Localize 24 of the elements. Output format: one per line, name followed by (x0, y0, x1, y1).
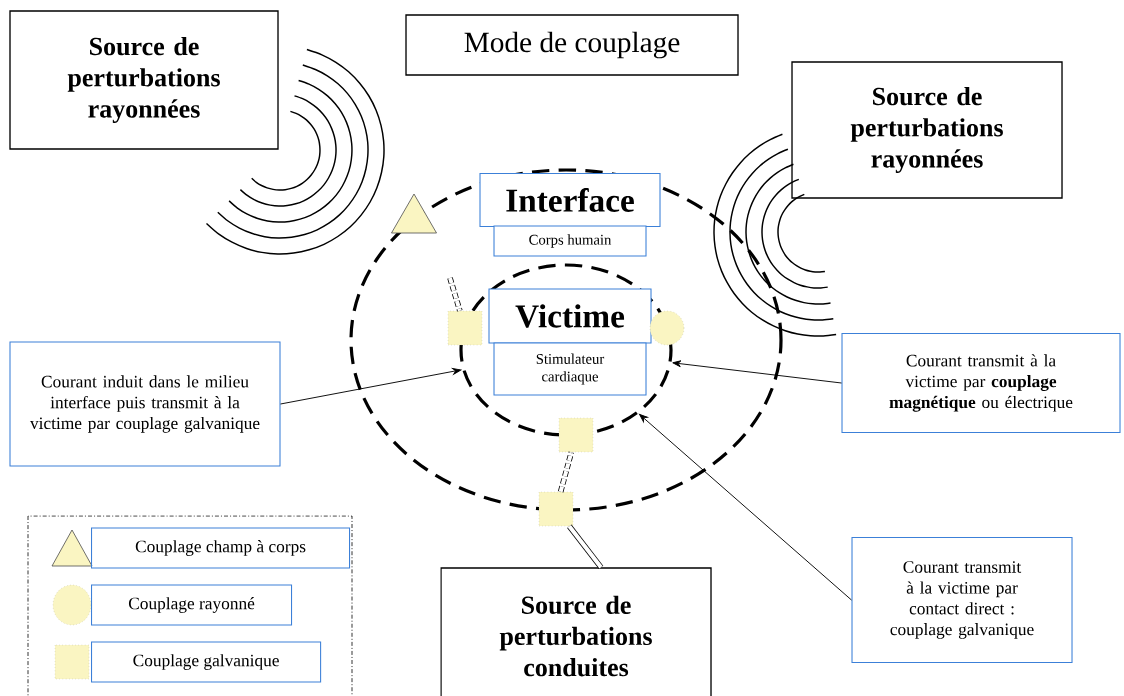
legend-label: Couplage champ à corps (91, 527, 351, 569)
double-line (557, 451, 575, 493)
source-box: Source de perturbations rayonnées (791, 61, 1063, 199)
callout-box: Courant transmit à la victime par couplage magnétique ou électrique (841, 333, 1121, 433)
source-box: Source de perturbations rayonnées (9, 10, 279, 150)
circle-marker (649, 310, 685, 346)
square-marker (558, 417, 594, 453)
leader-arrow (280, 367, 462, 405)
square-marker (447, 310, 483, 346)
callout-box: Courant transmit à la victime par contact direct : couplage galvanique (851, 536, 1073, 664)
label-box: Victime (488, 288, 652, 344)
leader-arrow (672, 360, 842, 384)
triangle-marker (391, 193, 437, 234)
legend-label: Couplage rayonné (91, 584, 293, 626)
double-line (567, 524, 604, 570)
callout-box: Courant induit dans le milieu interface puis transmit à la victime par couplage galvanique (9, 341, 281, 467)
leader-arrow (639, 413, 852, 601)
source-box: Source de perturbations conduites (440, 567, 712, 696)
label-box: Stimulateur cardiaque (493, 342, 647, 396)
label-box: Corps humain (493, 225, 647, 257)
square-marker (538, 491, 574, 527)
legend-label: Couplage galvanique (91, 641, 322, 683)
double-line (447, 277, 463, 312)
title-box: Mode de couplage (405, 14, 739, 76)
